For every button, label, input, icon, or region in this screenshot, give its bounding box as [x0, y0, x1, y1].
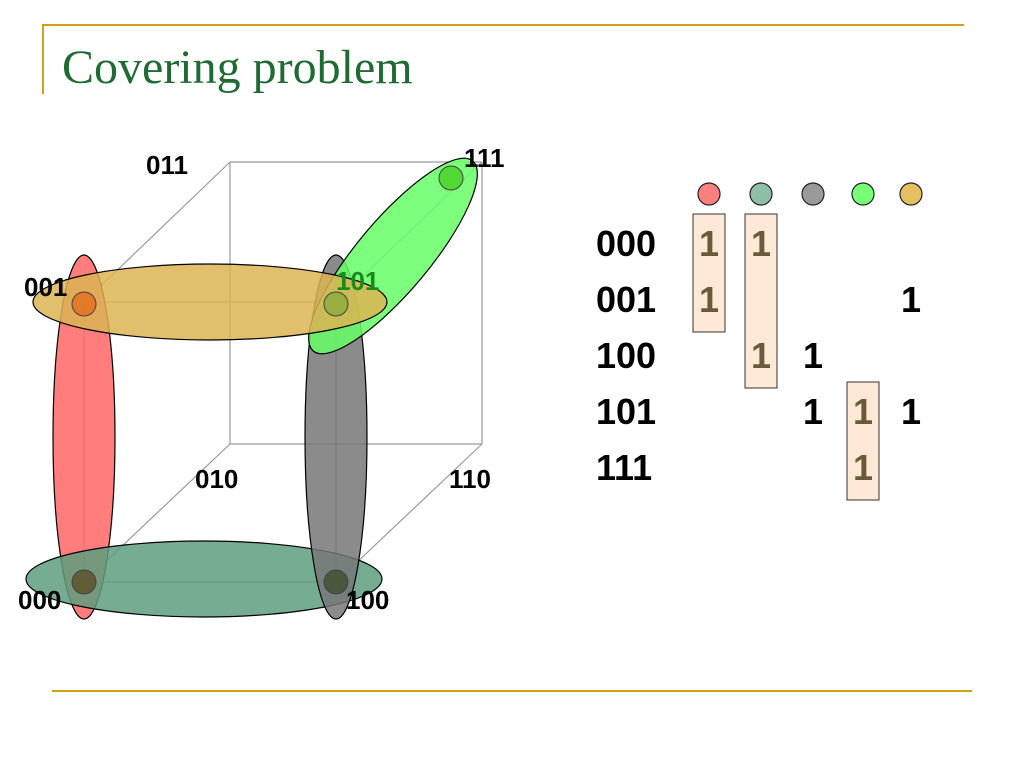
matrix-row-label: 101 — [596, 391, 656, 432]
vertex-label-111: 111 — [464, 143, 505, 173]
matrix-cell: 1 — [901, 279, 921, 320]
title-rule-top — [42, 24, 964, 26]
cover-green — [308, 157, 478, 355]
vertex-label-101: 101 — [336, 266, 379, 296]
vertex-dot-000 — [71, 569, 97, 595]
footer-rule — [52, 690, 972, 692]
cover-red — [52, 254, 116, 620]
slide-title: Covering problem — [62, 41, 413, 94]
matrix-cell: 1 — [901, 391, 921, 432]
vertex-dots — [71, 165, 464, 595]
title-rule-left — [42, 24, 44, 94]
matrix-highlights — [692, 213, 880, 501]
vertex-dot-101 — [323, 291, 349, 317]
selected-column-box — [744, 213, 778, 389]
matrix-cell: 1 — [699, 279, 719, 320]
matrix-cell: 1 — [853, 447, 873, 488]
matrix-column-dot-gray — [801, 182, 825, 206]
selected-column-box — [692, 213, 726, 333]
matrix-cell: 1 — [803, 391, 823, 432]
matrix-cell: 1 — [751, 223, 771, 264]
matrix-row-label: 100 — [596, 335, 656, 376]
matrix-row-label: 000 — [596, 223, 656, 264]
matrix-cell: 1 — [803, 335, 823, 376]
vertex-labels: 011 111 001 101 010 110 000 100 — [18, 143, 505, 615]
matrix-column-dot-red — [697, 182, 721, 206]
matrix-row-label: 001 — [596, 279, 656, 320]
cover-ellipses — [25, 157, 478, 620]
cover-teal — [25, 540, 383, 618]
matrix-column-dot-gold — [899, 182, 923, 206]
vertex-label-010: 010 — [195, 464, 238, 494]
matrix-header-dots — [697, 182, 923, 206]
vertex-dot-100 — [323, 569, 349, 595]
matrix-column-dot-teal — [749, 182, 773, 206]
matrix-cell: 1 — [853, 391, 873, 432]
matrix-cell: 1 — [699, 223, 719, 264]
matrix-cell: 1 — [751, 335, 771, 376]
vertex-label-110: 110 — [449, 464, 491, 494]
vertex-label-000: 000 — [18, 585, 61, 615]
matrix-row: 001 1 1 — [596, 279, 921, 320]
vertex-label-100: 100 — [346, 585, 389, 615]
vertex-dot-001 — [71, 291, 97, 317]
matrix-row-label: 111 — [596, 447, 652, 488]
matrix-column-dot-green — [851, 182, 875, 206]
edge-100-110 — [335, 443, 483, 583]
vertex-label-001: 001 — [24, 272, 67, 302]
vertex-dot-111 — [438, 165, 464, 191]
cover-gold — [32, 263, 388, 341]
vertex-label-011: 011 — [146, 150, 188, 180]
selected-column-box — [846, 381, 880, 501]
